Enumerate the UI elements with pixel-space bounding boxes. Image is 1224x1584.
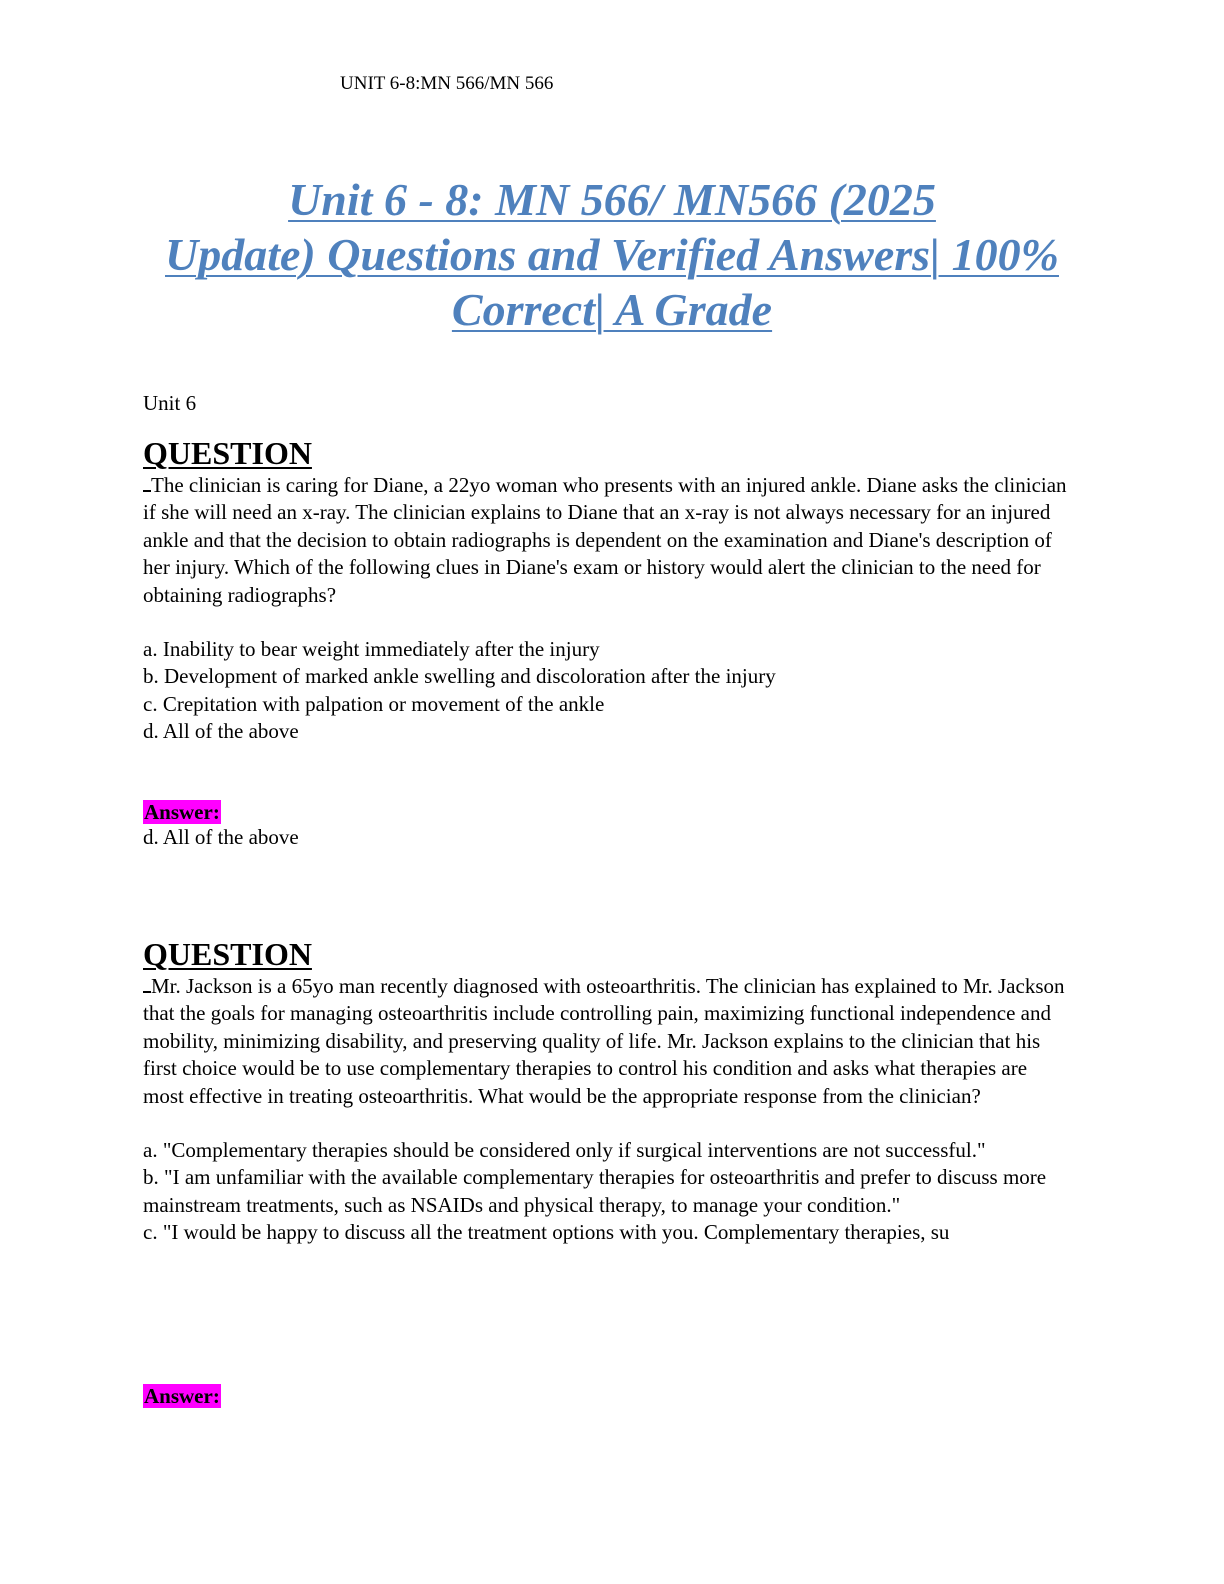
option-a: a. "Complementary therapies should be co… <box>143 1138 986 1163</box>
answer-block-1: Answer: d. All of the above <box>143 800 299 851</box>
question-text: The clinician is caring for Diane, a 22y… <box>143 472 1073 609</box>
option-c: c. Crepitation with palpation or movemen… <box>143 691 605 716</box>
question-block-2: QUESTION Mr. Jackson is a 65yo man recen… <box>143 935 1073 1247</box>
question-text-body: The clinician is caring for Diane, a 22y… <box>143 473 1067 607</box>
option-b: b. "I am unfamiliar with the available c… <box>143 1165 1047 1217</box>
question-block-1: QUESTION The clinician is caring for Dia… <box>143 434 1073 746</box>
option-c: c. "I would be happy to discuss all the … <box>143 1220 950 1245</box>
title-line-2: Update) Questions and Verified Answers| … <box>165 229 1059 280</box>
answer-text: d. All of the above <box>143 825 299 849</box>
option-a: a. Inability to bear weight immediately … <box>143 637 600 662</box>
running-header: UNIT 6-8:MN 566/MN 566 <box>340 73 554 94</box>
option-d: d. All of the above <box>143 719 299 744</box>
title-line-1: Unit 6 - 8: MN 566/ MN566 (2025 <box>288 174 936 225</box>
answer-options: a. "Complementary therapies should be co… <box>143 1137 1073 1247</box>
option-b: b. Development of marked ankle swelling … <box>143 664 776 689</box>
title-line-3: Correct| A Grade <box>451 284 773 335</box>
question-heading: QUESTION <box>143 936 312 972</box>
unit-label: Unit 6 <box>143 391 197 415</box>
underline-mark <box>143 973 151 993</box>
answer-options: a. Inability to bear weight immediately … <box>143 636 1073 746</box>
question-text-body: Mr. Jackson is a 65yo man recently diagn… <box>143 974 1065 1108</box>
question-heading: QUESTION <box>143 435 312 471</box>
question-text: Mr. Jackson is a 65yo man recently diagn… <box>143 973 1073 1110</box>
document-title: Unit 6 - 8: MN 566/ MN566 (2025 Update) … <box>130 172 1094 337</box>
underline-mark <box>143 472 151 492</box>
answer-label: Answer: <box>143 1384 221 1408</box>
answer-label: Answer: <box>143 800 221 824</box>
answer-block-2: Answer: <box>143 1384 221 1408</box>
